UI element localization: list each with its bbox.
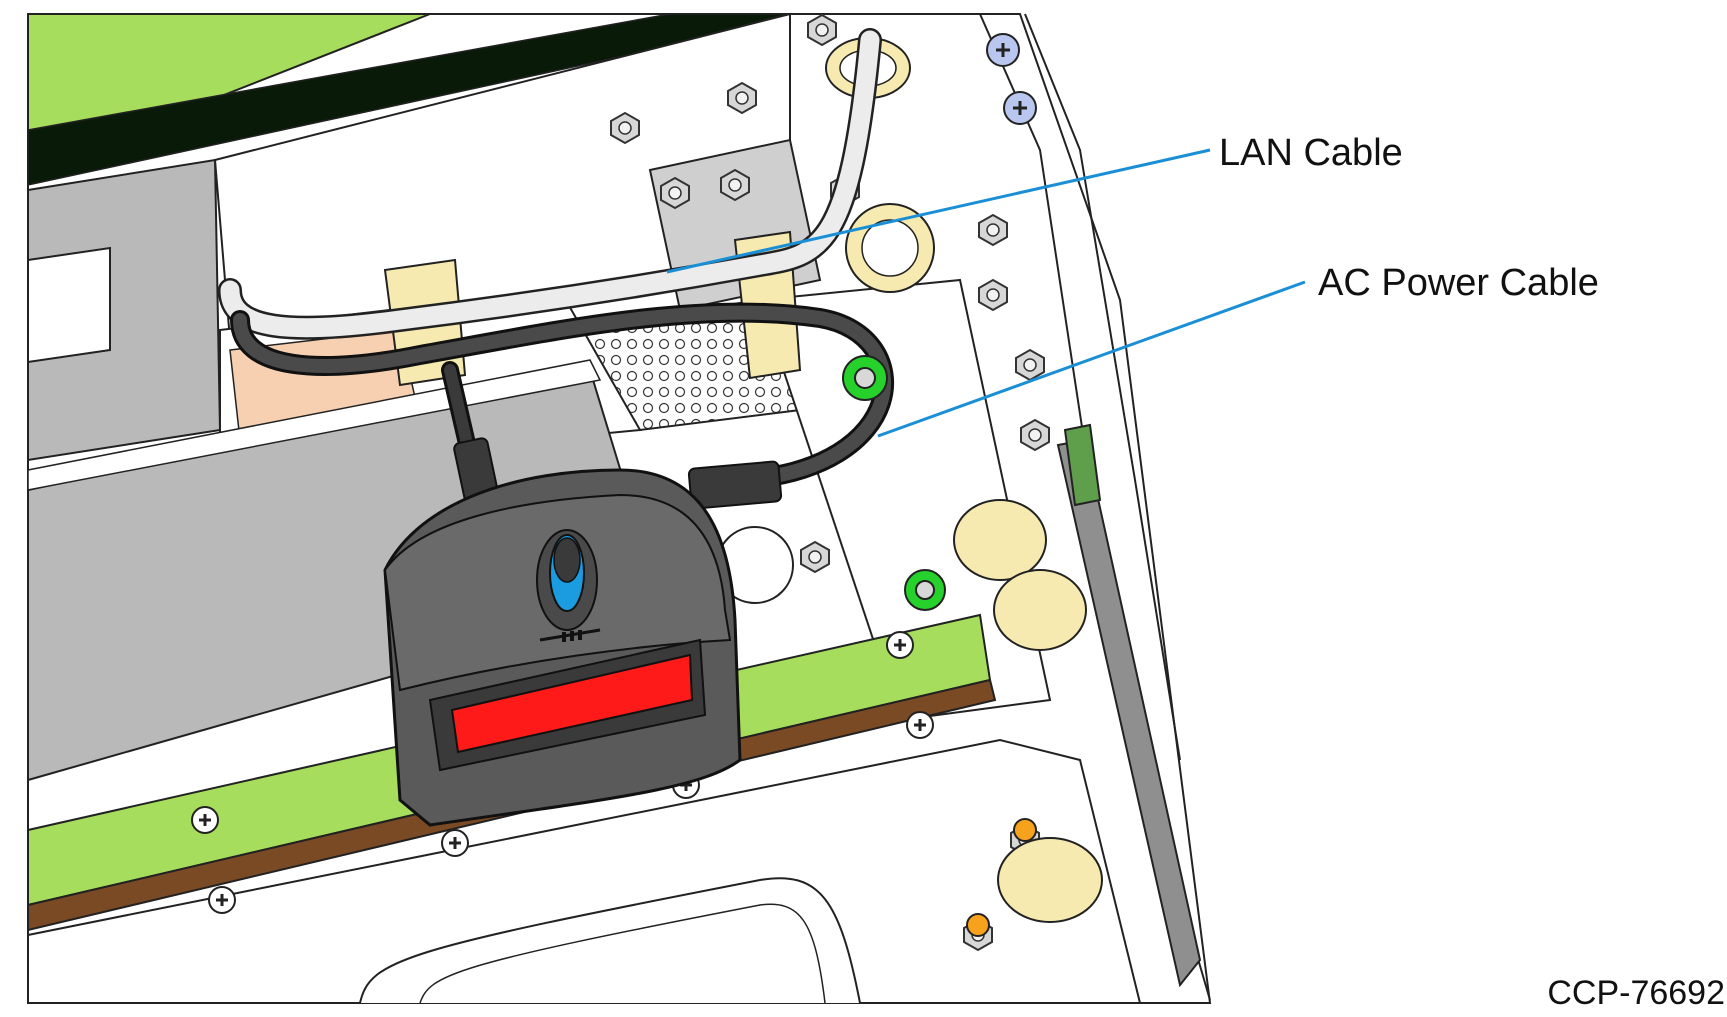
lan-cable-leader [666, 148, 1211, 274]
callout-leaders [666, 148, 1306, 438]
orange-screws [966, 818, 1037, 937]
ground-terminals [842, 355, 946, 611]
ac-power-cable-label: AC Power Cable [1318, 262, 1599, 304]
lan-cable-label: LAN Cable [1219, 132, 1403, 174]
ac-power-cable [230, 302, 895, 510]
ac-power-cable-leader [877, 280, 1306, 438]
barcode-scanner [383, 468, 742, 827]
side-latch [1056, 423, 1202, 988]
lan-cable [218, 28, 882, 340]
screws [207, 33, 1037, 915]
scanner-window [450, 653, 694, 754]
figure-reference-id: CCP-76692 [1547, 974, 1725, 1012]
